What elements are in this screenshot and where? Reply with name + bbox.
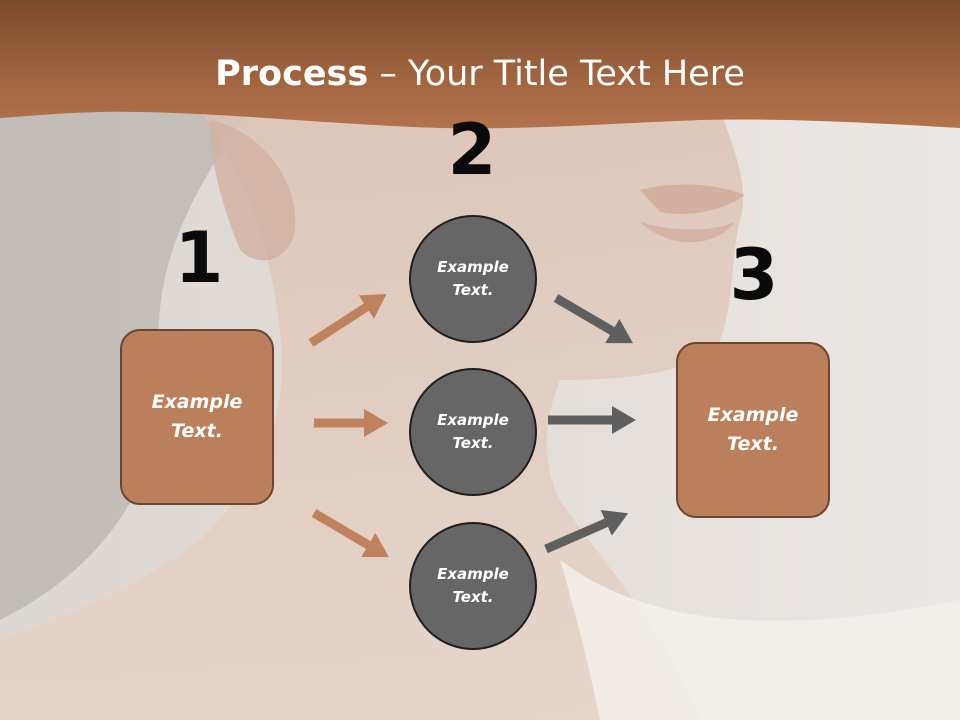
step-1-label: Example Text. [151,391,243,442]
step-3-box: Example Text. [676,342,830,518]
circle-middle-label: Example Text. [437,411,509,452]
title-rest: – Your Title Text Here [368,54,745,94]
circle-top-label: Example Text. [437,258,509,299]
circle-bottom: Example Text. [409,522,537,650]
arrow-to-bottom-circle [311,509,389,558]
circle-bottom-label: Example Text. [437,565,509,606]
arrow-from-top-circle [553,294,633,344]
arrow-from-bottom-circle [544,509,629,554]
step-number-2: 2 [447,109,497,191]
circle-top: Example Text. [409,215,537,343]
step-1-box: Example Text. [120,329,274,505]
arrow-to-top-circle [308,294,387,347]
circle-middle: Example Text. [409,368,537,496]
step-number-3: 3 [729,234,779,316]
title-bold: Process [215,54,369,94]
step-3-label: Example Text. [707,404,799,455]
slide-title: Process – Your Title Text Here [0,52,960,96]
step-number-1: 1 [174,217,224,299]
